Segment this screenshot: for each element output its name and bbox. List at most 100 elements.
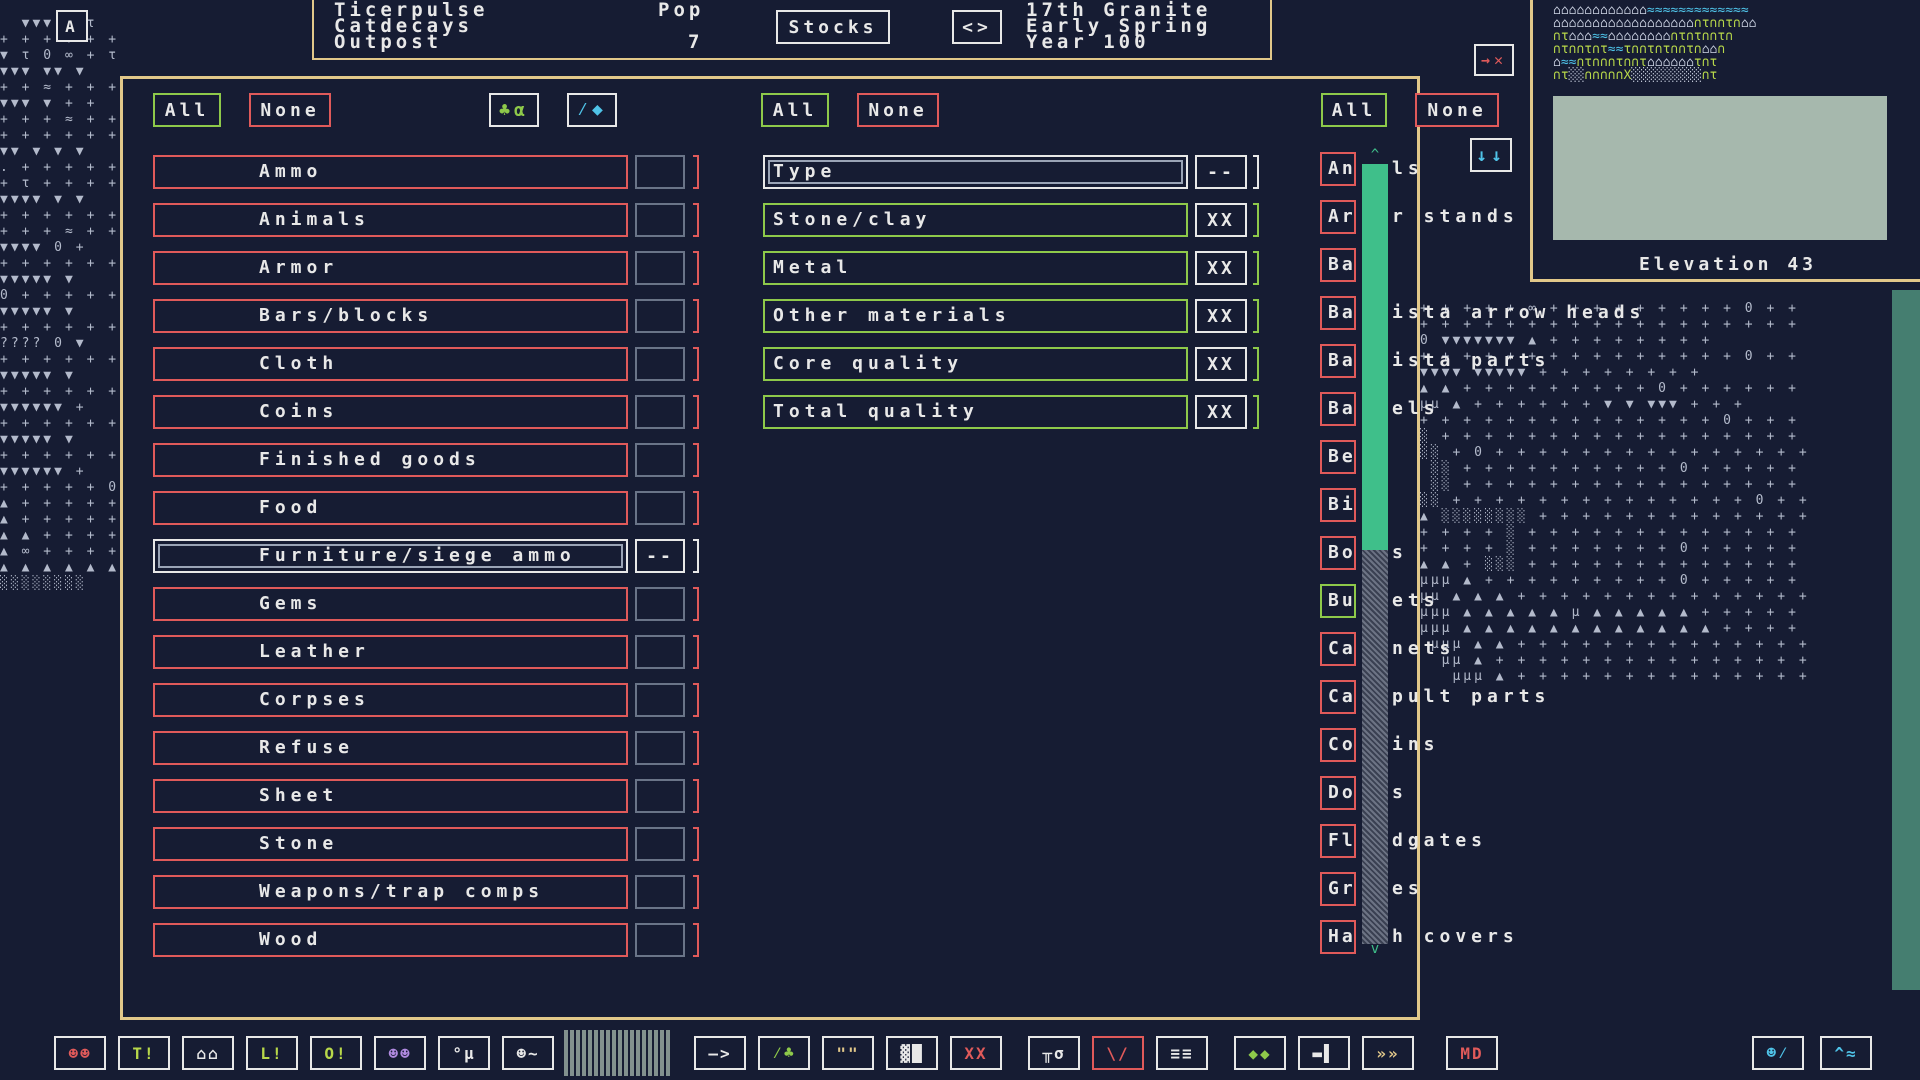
item-2-box[interactable]: Ba: [1320, 248, 1356, 282]
category-coins-check[interactable]: [635, 395, 685, 429]
filter-stone-clay[interactable]: Stone/clay: [763, 203, 1188, 237]
item-5-box[interactable]: Ba: [1320, 392, 1356, 426]
filter-type-check[interactable]: --: [1195, 155, 1247, 189]
category-corpses[interactable]: Corpses: [153, 683, 628, 717]
category-wood[interactable]: Wood: [153, 923, 628, 957]
toolbar-md-button[interactable]: MD: [1446, 1036, 1498, 1070]
filters-all-button[interactable]: All: [761, 93, 829, 127]
item-10-box[interactable]: Ca: [1320, 632, 1356, 666]
toolbar-orders-button[interactable]: O!: [310, 1036, 362, 1070]
category-gems-check[interactable]: [635, 587, 685, 621]
toolbar-move-button[interactable]: —>: [694, 1036, 746, 1070]
item-0-box[interactable]: An: [1320, 152, 1356, 186]
category-armor-check[interactable]: [635, 251, 685, 285]
category-ammo-check[interactable]: [635, 155, 685, 189]
filter-core-quality-check[interactable]: XX: [1195, 347, 1247, 381]
scroll-thumb[interactable]: [1362, 164, 1388, 550]
toolbar-levers-button[interactable]: ▬▌: [1298, 1036, 1350, 1070]
filter-plants-button[interactable]: ♣α: [489, 93, 539, 127]
items-none-button[interactable]: None: [1415, 93, 1499, 127]
category-food[interactable]: Food: [153, 491, 628, 525]
filter-other-materials[interactable]: Other materials: [763, 299, 1188, 333]
items-all-button[interactable]: All: [1321, 93, 1387, 127]
toolbar-dig-button[interactable]: ⁄♣: [758, 1036, 810, 1070]
item-15-box[interactable]: Gr: [1320, 872, 1356, 906]
filter-gems-button[interactable]: ⁄◆: [567, 93, 617, 127]
category-refuse-check[interactable]: [635, 731, 685, 765]
category-weapons-trap-comps-check[interactable]: [635, 875, 685, 909]
category-coins[interactable]: Coins: [153, 395, 628, 429]
item-9-box[interactable]: Bu: [1320, 584, 1356, 618]
category-wood-check[interactable]: [635, 923, 685, 957]
toolbar-burrows-button[interactable]: \/: [1092, 1036, 1144, 1070]
category-leather[interactable]: Leather: [153, 635, 628, 669]
category-food-check[interactable]: [635, 491, 685, 525]
toolbar-objects-button[interactable]: °µ: [438, 1036, 490, 1070]
category-animals[interactable]: Animals: [153, 203, 628, 237]
toolbar-stockpiles-button[interactable]: ≡≡: [1156, 1036, 1208, 1070]
item-1-box[interactable]: Ar: [1320, 200, 1356, 234]
nav-arrows-button[interactable]: <>: [952, 10, 1002, 44]
item-3-box[interactable]: Ba: [1320, 296, 1356, 330]
item-6-box[interactable]: Be: [1320, 440, 1356, 474]
toolbar-build-button[interactable]: ▓█: [886, 1036, 938, 1070]
stocks-button[interactable]: Stocks: [776, 10, 890, 44]
filter-total-quality-check[interactable]: XX: [1195, 395, 1247, 429]
toolbar-nobles-button[interactable]: ☻☻: [374, 1036, 426, 1070]
item-13-box[interactable]: Do: [1320, 776, 1356, 810]
toolbar-zones-button[interactable]: ╥σ: [1028, 1036, 1080, 1070]
filter-core-quality[interactable]: Core quality: [763, 347, 1188, 381]
toolbar-fast-forward-button[interactable]: »»: [1362, 1036, 1414, 1070]
category-stone[interactable]: Stone: [153, 827, 628, 861]
close-panel-button[interactable]: →✕: [1474, 44, 1514, 76]
item-7-box[interactable]: Bi: [1320, 488, 1356, 522]
minimap[interactable]: ⌂⌂⌂⌂⌂⌂⌂⌂⌂⌂⌂⌂≈≈≈≈≈≈≈≈≈≈≈≈≈ ⌂⌂⌂⌂⌂⌂⌂⌂⌂⌂⌂⌂⌂⌂…: [1530, 0, 1920, 282]
category-weapons-trap-comps[interactable]: Weapons/trap comps: [153, 875, 628, 909]
sort-button[interactable]: ↓↓: [1470, 138, 1512, 172]
toolbar-notes-button[interactable]: "": [822, 1036, 874, 1070]
category-corpses-check[interactable]: [635, 683, 685, 717]
item-12-box[interactable]: Co: [1320, 728, 1356, 762]
category-animals-check[interactable]: [635, 203, 685, 237]
toolbar-world-button[interactable]: ^≈: [1820, 1036, 1872, 1070]
toolbar-tasks-button[interactable]: T!: [118, 1036, 170, 1070]
category-ammo[interactable]: Ammo: [153, 155, 628, 189]
category-cloth[interactable]: Cloth: [153, 347, 628, 381]
toolbar-squads-button[interactable]: ☻⁄: [1752, 1036, 1804, 1070]
scroll-up-arrow[interactable]: ^: [1370, 147, 1380, 163]
category-furniture-siege-ammo[interactable]: Furniture/siege ammo: [153, 539, 628, 573]
category-sheet-check[interactable]: [635, 779, 685, 813]
category-leather-check[interactable]: [635, 635, 685, 669]
item-4-box[interactable]: Ba: [1320, 344, 1356, 378]
filter-stone-clay-check[interactable]: XX: [1195, 203, 1247, 237]
toolbar-labor-button[interactable]: L!: [246, 1036, 298, 1070]
category-furniture-siege-ammo-check[interactable]: --: [635, 539, 685, 573]
category-gems[interactable]: Gems: [153, 587, 628, 621]
filter-other-materials-check[interactable]: XX: [1195, 299, 1247, 333]
filter-type[interactable]: Type: [763, 155, 1188, 189]
categories-none-button[interactable]: None: [249, 93, 331, 127]
category-sheet[interactable]: Sheet: [153, 779, 628, 813]
categories-all-button[interactable]: All: [153, 93, 221, 127]
item-11-box[interactable]: Ca: [1320, 680, 1356, 714]
category-cloth-check[interactable]: [635, 347, 685, 381]
top-left-key[interactable]: A: [56, 10, 88, 42]
filter-metal-check[interactable]: XX: [1195, 251, 1247, 285]
category-bars-blocks-check[interactable]: [635, 299, 685, 333]
category-armor[interactable]: Armor: [153, 251, 628, 285]
item-8-box[interactable]: Bo: [1320, 536, 1356, 570]
category-finished-goods[interactable]: Finished goods: [153, 443, 628, 477]
items-scrollbar[interactable]: ^ v: [1360, 148, 1390, 958]
filter-total-quality[interactable]: Total quality: [763, 395, 1188, 429]
toolbar-places-button[interactable]: ⌂⌂: [182, 1036, 234, 1070]
toolbar-cancel-button[interactable]: XX: [950, 1036, 1002, 1070]
category-bars-blocks[interactable]: Bars/blocks: [153, 299, 628, 333]
category-stone-check[interactable]: [635, 827, 685, 861]
item-14-box[interactable]: Fl: [1320, 824, 1356, 858]
toolbar-hauling-button[interactable]: ◆◆: [1234, 1036, 1286, 1070]
scroll-down-arrow[interactable]: v: [1370, 941, 1380, 957]
filters-none-button[interactable]: None: [857, 93, 939, 127]
category-finished-goods-check[interactable]: [635, 443, 685, 477]
category-refuse[interactable]: Refuse: [153, 731, 628, 765]
toolbar-justice-button[interactable]: ☻~: [502, 1036, 554, 1070]
